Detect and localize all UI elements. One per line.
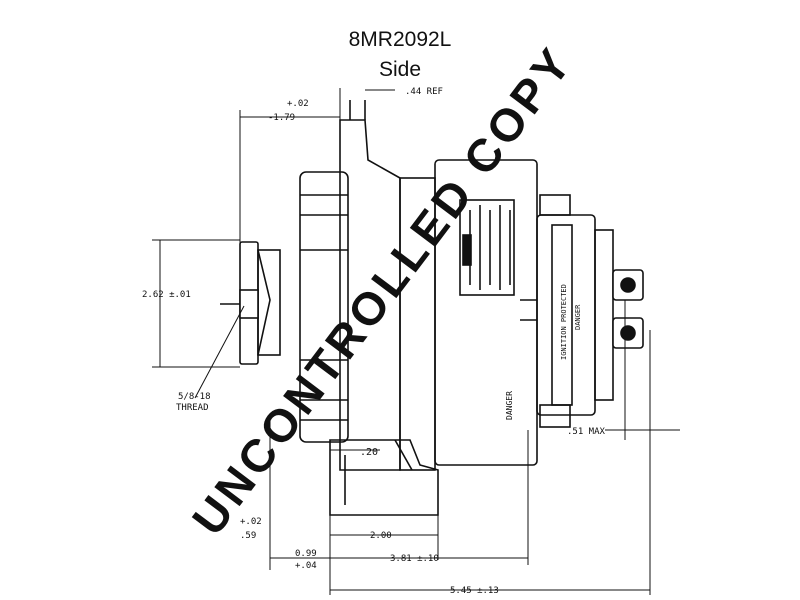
dim-51-max: .51 MAX — [567, 427, 606, 437]
dim-height: 2.62 ±.01 — [142, 290, 191, 300]
dim-099: 0.99 — [295, 549, 317, 559]
ignition-label: IGNITION PROTECTED — [560, 284, 568, 360]
dim-59: .59 — [240, 531, 256, 541]
dim-545: 5.45 ±.13 — [450, 586, 499, 596]
dim-20: .20 — [360, 447, 378, 458]
alternator-body — [220, 100, 644, 516]
dim-ref-top: +.02 — [287, 99, 309, 109]
dim-200: 2.00 — [370, 531, 392, 541]
label-box — [459, 199, 515, 296]
diagram-title: 8MR2092L — [348, 28, 452, 51]
dim-004: +.04 — [295, 561, 317, 571]
diagram-subtitle: Side — [378, 58, 422, 81]
danger-bottom-label: DANGER — [574, 304, 582, 330]
mount-foot — [329, 439, 439, 516]
dim-381: 3.81 ±.10 — [390, 554, 439, 564]
danger-label: DANGER — [505, 391, 514, 420]
dim-02: +.02 — [240, 517, 262, 527]
dimension-lines — [152, 88, 680, 595]
pulley-v — [257, 249, 271, 356]
shaft-nut — [239, 289, 259, 319]
fan — [299, 171, 349, 443]
dim-ref-44: .44 REF — [405, 87, 443, 97]
dim-thread-2: THREAD — [176, 403, 209, 413]
dim-front: -1.79 — [268, 113, 295, 123]
dim-thread-1: 5/8-18 — [178, 392, 211, 402]
